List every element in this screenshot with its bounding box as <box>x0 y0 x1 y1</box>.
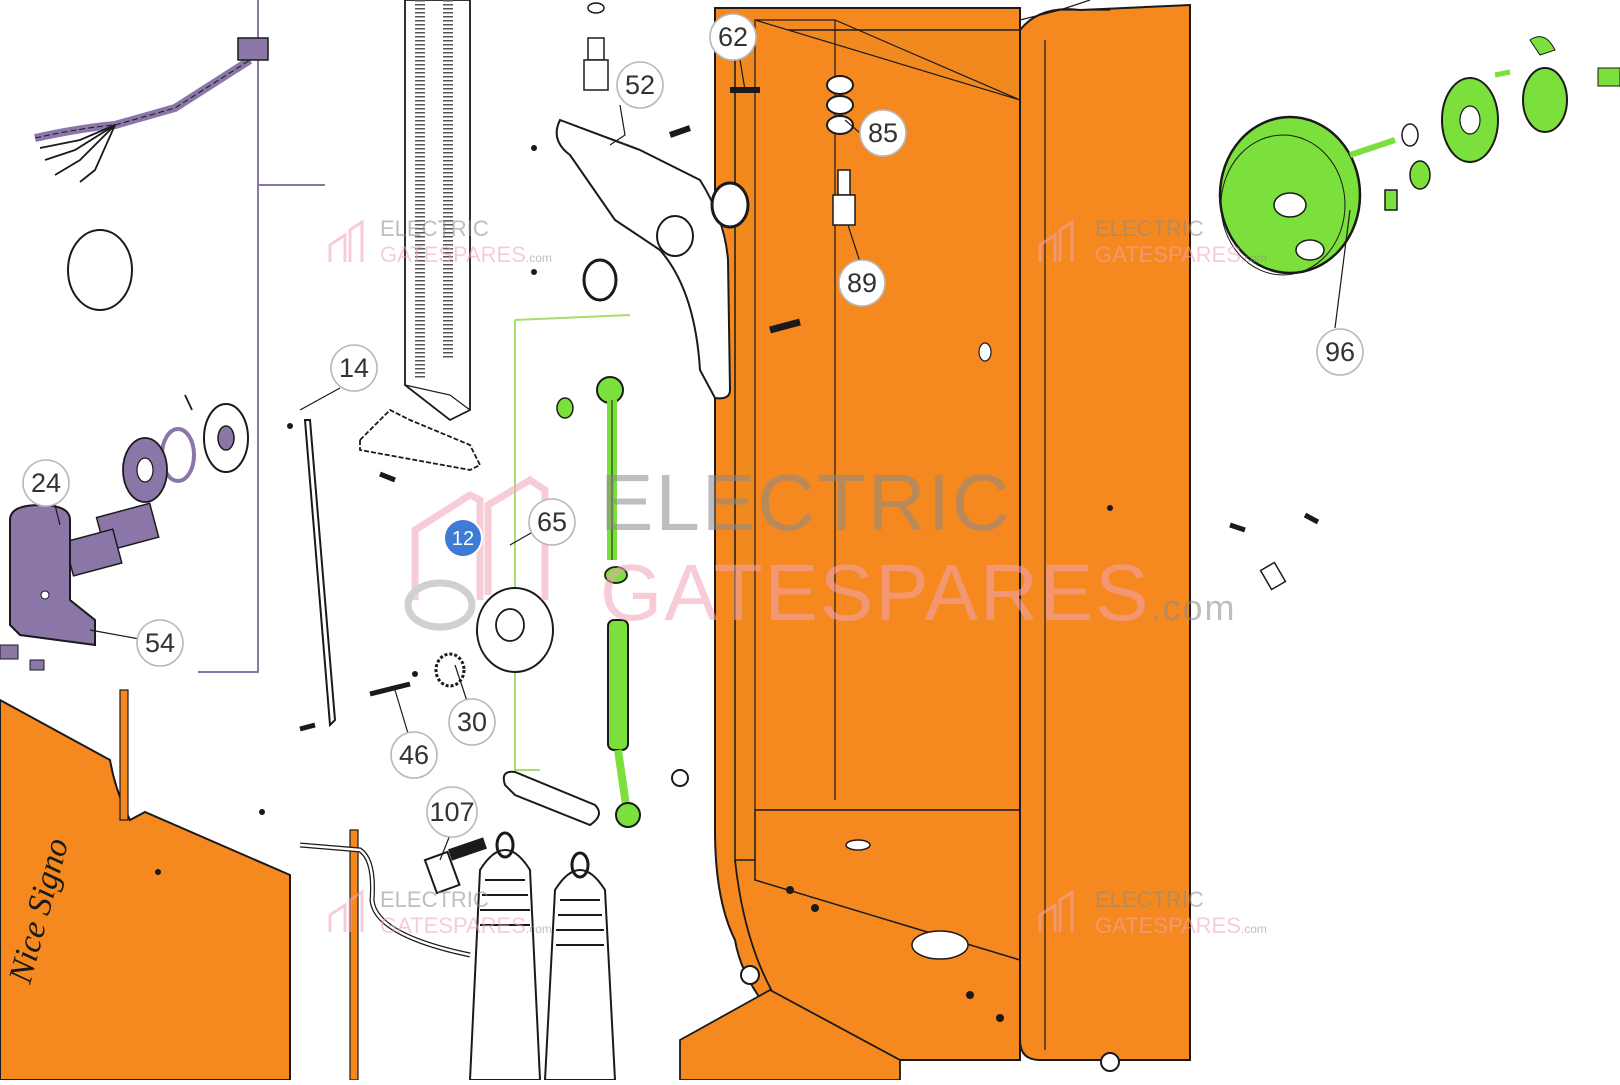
spring-tubes <box>468 831 617 1081</box>
svg-text:GATESPARES.com: GATESPARES.com <box>600 548 1237 637</box>
watermark-small-1: ELECTRIC GATESPARES.com <box>328 216 552 267</box>
lever-hole <box>656 215 694 257</box>
bolt-107 <box>423 837 487 895</box>
watermark-suffix: .com <box>1151 587 1237 628</box>
bolts-top <box>583 2 856 334</box>
balance-spring <box>556 376 641 828</box>
highlight-badge-12[interactable]: 12 <box>443 518 483 558</box>
svg-text:46: 46 <box>399 740 429 770</box>
watermark-small-2-line1: ELECTRIC <box>1095 216 1204 241</box>
cable-harness <box>34 37 269 183</box>
svg-text:85: 85 <box>868 118 898 148</box>
snap-ring <box>582 258 618 302</box>
callout-107: 107 <box>426 786 478 838</box>
watermark-line2: GATESPARES <box>600 548 1151 637</box>
link-plate <box>502 770 600 827</box>
svg-text:GATESPARES.com: GATESPARES.com <box>380 242 552 267</box>
pulley <box>434 587 554 688</box>
release-lever <box>555 118 732 400</box>
callout-24: 24 <box>22 459 70 507</box>
watermark-small-2: ELECTRIC GATESPARES.com <box>1038 216 1267 267</box>
encoder-assembly <box>63 394 249 577</box>
watermark-line1: ELECTRIC <box>600 458 1012 547</box>
leader-frame <box>198 0 325 673</box>
watermark-small-4: ELECTRIC GATESPARES.com <box>1038 887 1267 938</box>
watermark-small-3-line1: ELECTRIC <box>380 887 489 912</box>
housing-column <box>714 0 1191 1061</box>
crank-shaft <box>359 408 482 471</box>
svg-text:65: 65 <box>537 507 567 537</box>
callout-54: 54 <box>136 619 184 667</box>
callout-46: 46 <box>390 731 438 779</box>
green-leader <box>514 314 631 771</box>
side-panel: Nice Signo <box>0 689 359 1081</box>
svg-text:12: 12 <box>452 528 474 550</box>
watermark-small-3-suffix: .com <box>526 922 552 936</box>
svg-text:52: 52 <box>625 70 655 100</box>
watermark-small-1-suffix: .com <box>526 251 552 265</box>
callout-leaders <box>54 59 1351 861</box>
o-ring <box>67 229 133 311</box>
base-plate <box>679 988 901 1081</box>
watermark-small-2-suffix: .com <box>1241 251 1267 265</box>
callout-62: 62 <box>709 13 757 61</box>
watermark-small-1-line1: ELECTRIC <box>380 216 489 241</box>
misc-small-parts <box>155 145 1320 1072</box>
sensor-bracket <box>0 503 96 671</box>
svg-text:GATESPARES.com: GATESPARES.com <box>380 913 552 938</box>
callout-65: 65 <box>528 498 576 546</box>
watermark-small-2-line2: GATESPARES <box>1095 242 1241 267</box>
callout-14: 14 <box>330 344 378 392</box>
svg-text:107: 107 <box>429 797 474 827</box>
callout-52: 52 <box>616 61 664 109</box>
watermark-small-4-suffix: .com <box>1241 922 1267 936</box>
watermark-small-3-line2: GATESPARES <box>380 913 526 938</box>
lever-ring <box>710 181 750 229</box>
svg-text:GATESPARES.com: GATESPARES.com <box>1095 913 1267 938</box>
rack-column <box>404 0 471 422</box>
callout-89: 89 <box>838 259 886 307</box>
watermark-small-4-line2: GATESPARES <box>1095 913 1241 938</box>
svg-text:96: 96 <box>1325 337 1355 367</box>
svg-text:62: 62 <box>718 22 748 52</box>
svg-text:54: 54 <box>145 628 175 658</box>
svg-text:GATESPARES.com: GATESPARES.com <box>1095 242 1267 267</box>
tie-rod <box>303 419 337 728</box>
watermark-main: ELECTRIC GATESPARES.com <box>404 458 1237 637</box>
watermark-small-1-line2: GATESPARES <box>380 242 526 267</box>
callout-96: 96 <box>1316 328 1364 376</box>
watermark-small-4-line1: ELECTRIC <box>1095 887 1204 912</box>
release-handwheel <box>1218 36 1620 276</box>
callout-85: 85 <box>859 109 907 157</box>
svg-text:24: 24 <box>31 468 61 498</box>
callout-30: 30 <box>448 698 496 746</box>
svg-text:89: 89 <box>847 268 877 298</box>
watermark-small-3: ELECTRIC GATESPARES.com <box>328 887 552 938</box>
svg-text:30: 30 <box>457 707 487 737</box>
svg-text:14: 14 <box>339 353 369 383</box>
